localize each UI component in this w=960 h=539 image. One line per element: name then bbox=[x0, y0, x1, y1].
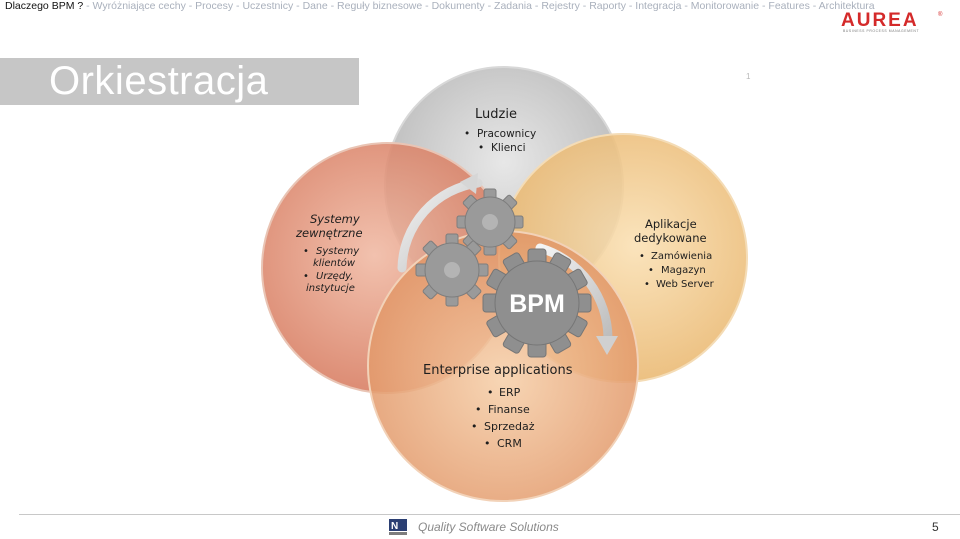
enterprise-item: Sprzedaż bbox=[484, 420, 535, 433]
breadcrumb-separator: - bbox=[83, 0, 93, 12]
dedicated-section: Aplikacje dedykowane • Zamówienia • Maga… bbox=[634, 217, 715, 290]
gear-bpm-icon: BPM bbox=[482, 248, 592, 358]
svg-text:N: N bbox=[391, 521, 398, 532]
external-title-line1: Systemy bbox=[310, 212, 360, 226]
breadcrumb-separator: - bbox=[579, 0, 590, 12]
arrow-left-head-icon bbox=[460, 173, 478, 194]
external-item-line2: instytucje bbox=[306, 283, 355, 294]
breadcrumb: Dlaczego BPM ? - Wyróżniające cechy - Pr… bbox=[5, 0, 875, 12]
breadcrumb-item[interactable]: Dokumenty bbox=[431, 0, 485, 12]
aurea-logo: AUREA ® BUSINESS PROCESS MANAGEMENT bbox=[841, 10, 943, 33]
breadcrumb-separator: - bbox=[484, 0, 495, 12]
bullet-icon: • bbox=[644, 279, 650, 290]
breadcrumb-active[interactable]: Dlaczego BPM ? bbox=[5, 0, 84, 12]
external-section: Systemy zewnętrzne • Systemy klientów • … bbox=[295, 212, 363, 294]
footer-divider bbox=[19, 514, 960, 515]
bullet-icon: • bbox=[471, 420, 478, 433]
people-item: Pracownicy bbox=[477, 128, 536, 140]
breadcrumb-separator: - bbox=[681, 0, 691, 12]
logo-text: AUREA bbox=[841, 10, 919, 31]
breadcrumb-item[interactable]: Monitorowanie bbox=[690, 0, 760, 12]
breadcrumb-separator: - bbox=[531, 0, 542, 12]
breadcrumb-item[interactable]: Architektura bbox=[818, 0, 875, 12]
breadcrumb-item[interactable]: Uczestnicy bbox=[242, 0, 294, 12]
gear-small-top-icon bbox=[456, 188, 524, 256]
logo-registered: ® bbox=[938, 11, 943, 18]
dedicated-item: Zamówienia bbox=[651, 250, 712, 262]
enterprise-item: CRM bbox=[497, 437, 522, 450]
breadcrumb-item[interactable]: Integracja bbox=[635, 0, 682, 12]
slide-title: Orkiestracja bbox=[49, 59, 269, 103]
gear-small-left-icon bbox=[415, 233, 489, 307]
breadcrumb-separator: - bbox=[185, 0, 196, 12]
title-banner bbox=[0, 58, 359, 105]
external-item-line1: Urzędy, bbox=[316, 271, 354, 282]
people-section: Ludzie • Pracownicy • Klienci bbox=[464, 107, 536, 154]
logo-tagline: BUSINESS PROCESS MANAGEMENT bbox=[843, 29, 919, 33]
bullet-icon: • bbox=[484, 437, 491, 450]
breadcrumb-item[interactable]: Procesy bbox=[195, 0, 234, 12]
breadcrumb-item[interactable]: Raporty bbox=[589, 0, 626, 12]
arrow-right-head-icon bbox=[596, 336, 618, 355]
bullet-icon: • bbox=[303, 246, 309, 257]
enterprise-item: ERP bbox=[499, 386, 521, 399]
breadcrumb-item[interactable]: Reguły biznesowe bbox=[337, 0, 423, 12]
bullet-icon: • bbox=[639, 251, 645, 262]
stray-mark: 1 bbox=[746, 72, 751, 81]
breadcrumb-item[interactable]: Rejestry bbox=[541, 0, 580, 12]
external-title-line2: zewnętrzne bbox=[295, 226, 363, 240]
breadcrumb-separator: - bbox=[233, 0, 243, 12]
breadcrumb-item[interactable]: Zadania bbox=[494, 0, 532, 12]
bpm-label: BPM bbox=[509, 290, 565, 318]
breadcrumb-separator: - bbox=[422, 0, 432, 12]
arrow-left bbox=[397, 178, 483, 273]
page-number: 5 bbox=[932, 520, 939, 534]
enterprise-title: Enterprise applications bbox=[423, 363, 573, 378]
dedicated-item: Magazyn bbox=[661, 265, 706, 276]
footer-company: Quality Software Solutions bbox=[418, 520, 559, 534]
breadcrumb-separator: - bbox=[809, 0, 819, 12]
breadcrumb-separator: - bbox=[759, 0, 769, 12]
breadcrumb-separator: - bbox=[293, 0, 303, 12]
dedicated-title-line1: Aplikacje bbox=[645, 217, 697, 231]
people-item: Klienci bbox=[491, 142, 526, 154]
external-item-line1: Systemy bbox=[316, 246, 360, 257]
breadcrumb-separator: - bbox=[625, 0, 636, 12]
bullet-icon: • bbox=[487, 386, 494, 399]
bullet-icon: • bbox=[475, 403, 482, 416]
breadcrumb-item[interactable]: Features bbox=[768, 0, 810, 12]
bullet-icon: • bbox=[478, 142, 484, 154]
company-logo-icon: N bbox=[389, 519, 407, 535]
dedicated-title-line2: dedykowane bbox=[634, 231, 707, 245]
breadcrumb-item[interactable]: Dane bbox=[302, 0, 328, 12]
external-item-line2: klientów bbox=[313, 257, 356, 269]
people-title: Ludzie bbox=[475, 107, 517, 122]
breadcrumb-separator: - bbox=[327, 0, 338, 12]
enterprise-item: Finanse bbox=[488, 403, 530, 416]
bullet-icon: • bbox=[648, 265, 654, 276]
dedicated-item: Web Server bbox=[656, 279, 715, 290]
bullet-icon: • bbox=[464, 128, 470, 140]
arrow-right bbox=[535, 243, 613, 343]
bullet-icon: • bbox=[303, 271, 309, 282]
enterprise-section: Enterprise applications • ERP • Finanse … bbox=[423, 363, 573, 450]
breadcrumb-item[interactable]: Wyróżniające cechy bbox=[92, 0, 186, 12]
